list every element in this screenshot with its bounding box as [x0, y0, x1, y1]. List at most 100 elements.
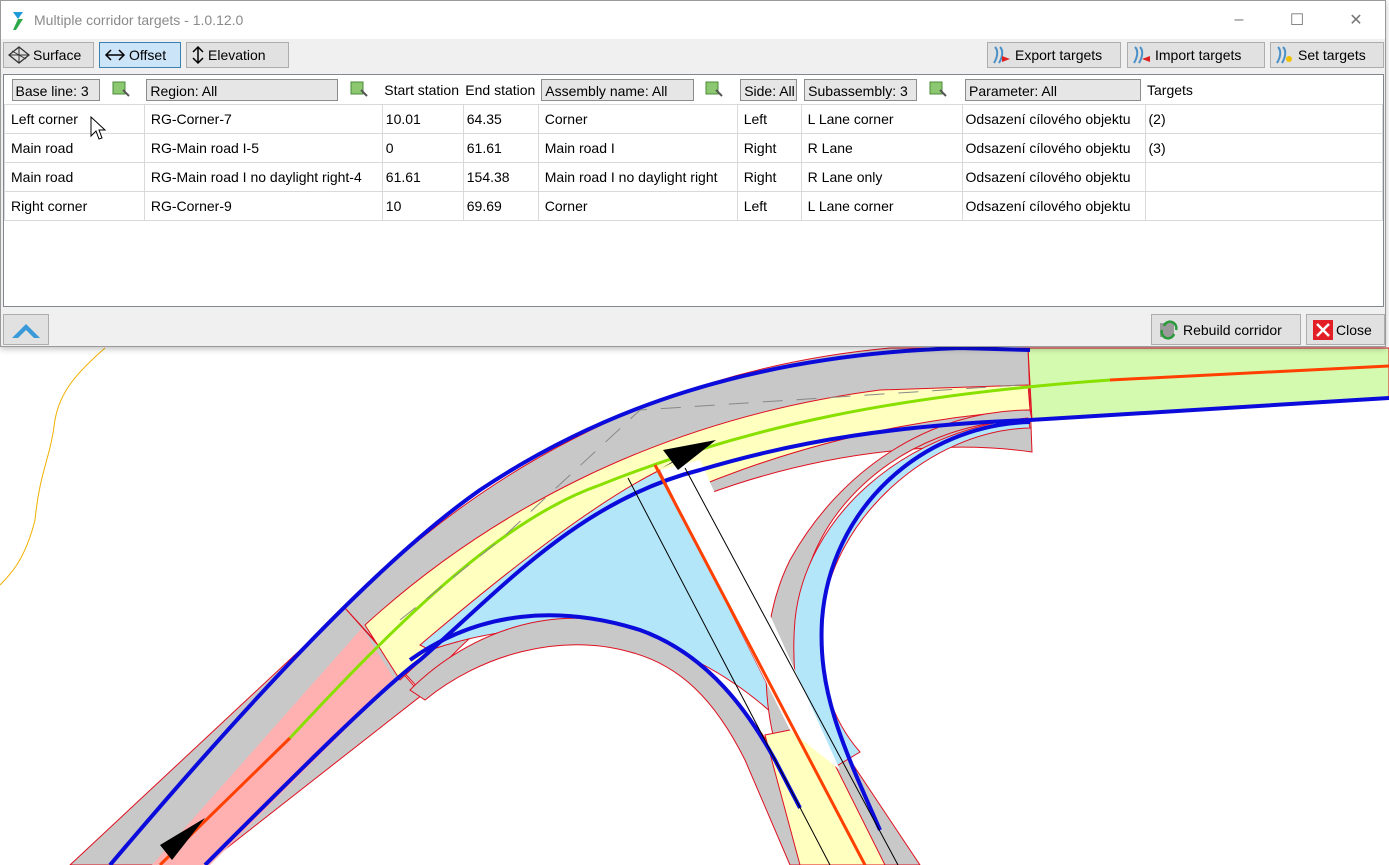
- baseline-cell[interactable]: Main road: [4, 133, 145, 163]
- maximize-button[interactable]: ☐: [1275, 5, 1319, 35]
- toolbar: Surface Offset Elevation Export targets …: [3, 42, 1384, 69]
- surface-label: Surface: [33, 47, 82, 63]
- subassembly-filter[interactable]: Subassembly: 3: [804, 78, 918, 101]
- set-targets-button[interactable]: Set targets: [1270, 42, 1384, 68]
- horizontal-arrows-icon: [104, 49, 126, 61]
- elevation-label: Elevation: [208, 47, 266, 63]
- region-cell[interactable]: RG-Corner-9: [143, 191, 383, 221]
- bottom-bar: Rebuild corridor Close: [3, 313, 1385, 346]
- subassembly-cell[interactable]: R Lane only: [800, 162, 963, 192]
- targets-cell[interactable]: (2): [1144, 104, 1383, 134]
- minimize-icon: –: [1234, 11, 1244, 28]
- start-station-cell[interactable]: 10: [381, 191, 464, 221]
- assembly-filter[interactable]: Assembly name: All: [541, 78, 695, 101]
- end-station-cell[interactable]: 64.35: [462, 104, 539, 134]
- filter-pick-icon[interactable]: [704, 80, 724, 98]
- side-cell[interactable]: Left: [736, 191, 802, 221]
- import-targets-button[interactable]: Import targets: [1127, 42, 1265, 68]
- elevation-mode-button[interactable]: Elevation: [186, 42, 289, 68]
- import-targets-label: Import targets: [1155, 47, 1242, 63]
- set-targets-label: Set targets: [1298, 47, 1366, 63]
- title-bar: Multiple corridor targets - 1.0.12.0 – ☐…: [1, 1, 1385, 39]
- grid-header-row: Base line: 3 Region: All Start station E…: [5, 75, 1383, 105]
- thin-connector-b: [684, 467, 899, 865]
- parameter-cell[interactable]: Odsazení cílového objektu: [961, 133, 1146, 163]
- start-station-cell[interactable]: 61.61: [381, 162, 464, 192]
- parameter-filter[interactable]: Parameter: All: [965, 78, 1142, 101]
- app-logo-icon: [13, 12, 23, 30]
- offset-mode-button[interactable]: Offset: [99, 42, 181, 68]
- start-station-cell[interactable]: 0: [381, 133, 464, 163]
- end-station-cell[interactable]: 61.61: [462, 133, 539, 163]
- close-button[interactable]: Close: [1306, 314, 1385, 345]
- multiple-corridor-targets-window: Multiple corridor targets - 1.0.12.0 – ☐…: [0, 0, 1386, 347]
- export-targets-button[interactable]: Export targets: [987, 42, 1121, 68]
- region-cell[interactable]: RG-Corner-7: [143, 104, 383, 134]
- inner-edge-line: [203, 396, 1389, 865]
- export-targets-label: Export targets: [1015, 47, 1103, 63]
- offset-label: Offset: [129, 47, 167, 63]
- baseline-filter[interactable]: Base line: 3: [11, 78, 100, 101]
- assembly-cell[interactable]: Main road I no daylight right: [537, 162, 738, 192]
- export-icon: [993, 46, 1010, 64]
- baseline-green-curve: [288, 378, 1111, 740]
- baseline-cell[interactable]: Left corner: [4, 104, 145, 134]
- table-row[interactable]: Main road RG-Main road I no daylight rig…: [4, 162, 1383, 192]
- side-cell[interactable]: Right: [736, 133, 802, 163]
- start-station-header: Start station: [384, 81, 459, 98]
- targets-table: Base line: 3 Region: All Start station E…: [4, 75, 1383, 221]
- set-targets-icon: [1276, 46, 1292, 64]
- window-title: Multiple corridor targets - 1.0.12.0: [34, 12, 244, 28]
- side-filter[interactable]: Side: All: [740, 78, 798, 101]
- close-label: Close: [1336, 321, 1372, 338]
- right-corner-island: [793, 417, 1031, 771]
- subassembly-cell[interactable]: L Lane corner: [800, 104, 963, 134]
- end-station-cell[interactable]: 154.38: [462, 162, 539, 192]
- subassembly-cell[interactable]: L Lane corner: [800, 191, 963, 221]
- close-icon: ✕: [1349, 12, 1363, 29]
- parameter-cell[interactable]: Odsazení cílového objektu: [961, 191, 1146, 221]
- region-cell[interactable]: RG-Main road I-5: [143, 133, 383, 163]
- vertical-arrows-icon: [192, 45, 204, 65]
- lower-edge-line: [408, 613, 802, 809]
- parameter-cell[interactable]: Odsazení cílového objektu: [961, 104, 1146, 134]
- filter-pick-icon[interactable]: [928, 80, 948, 98]
- start-station-cell[interactable]: 10.01: [381, 104, 464, 134]
- assembly-cell[interactable]: Main road I: [537, 133, 738, 163]
- targets-cell[interactable]: (3): [1144, 133, 1383, 163]
- targets-cell[interactable]: [1144, 162, 1383, 192]
- collapse-button[interactable]: [3, 314, 49, 345]
- targets-cell[interactable]: [1144, 191, 1383, 221]
- baseline-cell[interactable]: Main road: [4, 162, 145, 192]
- thin-connector-a: [627, 477, 831, 865]
- surface-mode-button[interactable]: Surface: [3, 42, 94, 68]
- outer-edge-line: [108, 345, 1031, 865]
- filter-pick-icon[interactable]: [111, 80, 131, 98]
- rebuild-corridor-button[interactable]: Rebuild corridor: [1151, 314, 1301, 345]
- right-edge-line: [819, 420, 1031, 831]
- side-cell[interactable]: Right: [736, 162, 802, 192]
- direction-arrow-icon: [160, 818, 205, 860]
- table-row[interactable]: Right corner RG-Corner-9 10 69.69 Corner…: [4, 191, 1383, 221]
- baseline-cell[interactable]: Right corner: [4, 191, 145, 221]
- mouse-cursor-icon: [90, 116, 106, 140]
- region-cell[interactable]: RG-Main road I no daylight right-4: [143, 162, 383, 192]
- dashed-guide: [399, 384, 1021, 621]
- table-row[interactable]: Left corner RG-Corner-7 10.01 64.35 Corn…: [4, 104, 1383, 134]
- end-station-header: End station: [465, 81, 536, 98]
- targets-header: Targets: [1147, 81, 1193, 98]
- parameter-cell[interactable]: Odsazení cílového objektu: [961, 162, 1146, 192]
- end-station-cell[interactable]: 69.69: [462, 191, 539, 221]
- rebuild-corridor-label: Rebuild corridor: [1183, 321, 1282, 338]
- side-cell[interactable]: Left: [736, 104, 802, 134]
- filter-pick-icon[interactable]: [349, 80, 369, 98]
- table-row[interactable]: Main road RG-Main road I-5 0 61.61 Main …: [4, 133, 1383, 163]
- close-window-button[interactable]: ✕: [1334, 5, 1378, 35]
- assembly-cell[interactable]: Corner: [537, 104, 738, 134]
- subassembly-cell[interactable]: R Lane: [800, 133, 963, 163]
- left-corridor-pink-lane: [152, 628, 395, 865]
- region-filter[interactable]: Region: All: [146, 78, 339, 101]
- minimize-button[interactable]: –: [1217, 5, 1261, 35]
- assembly-cell[interactable]: Corner: [537, 191, 738, 221]
